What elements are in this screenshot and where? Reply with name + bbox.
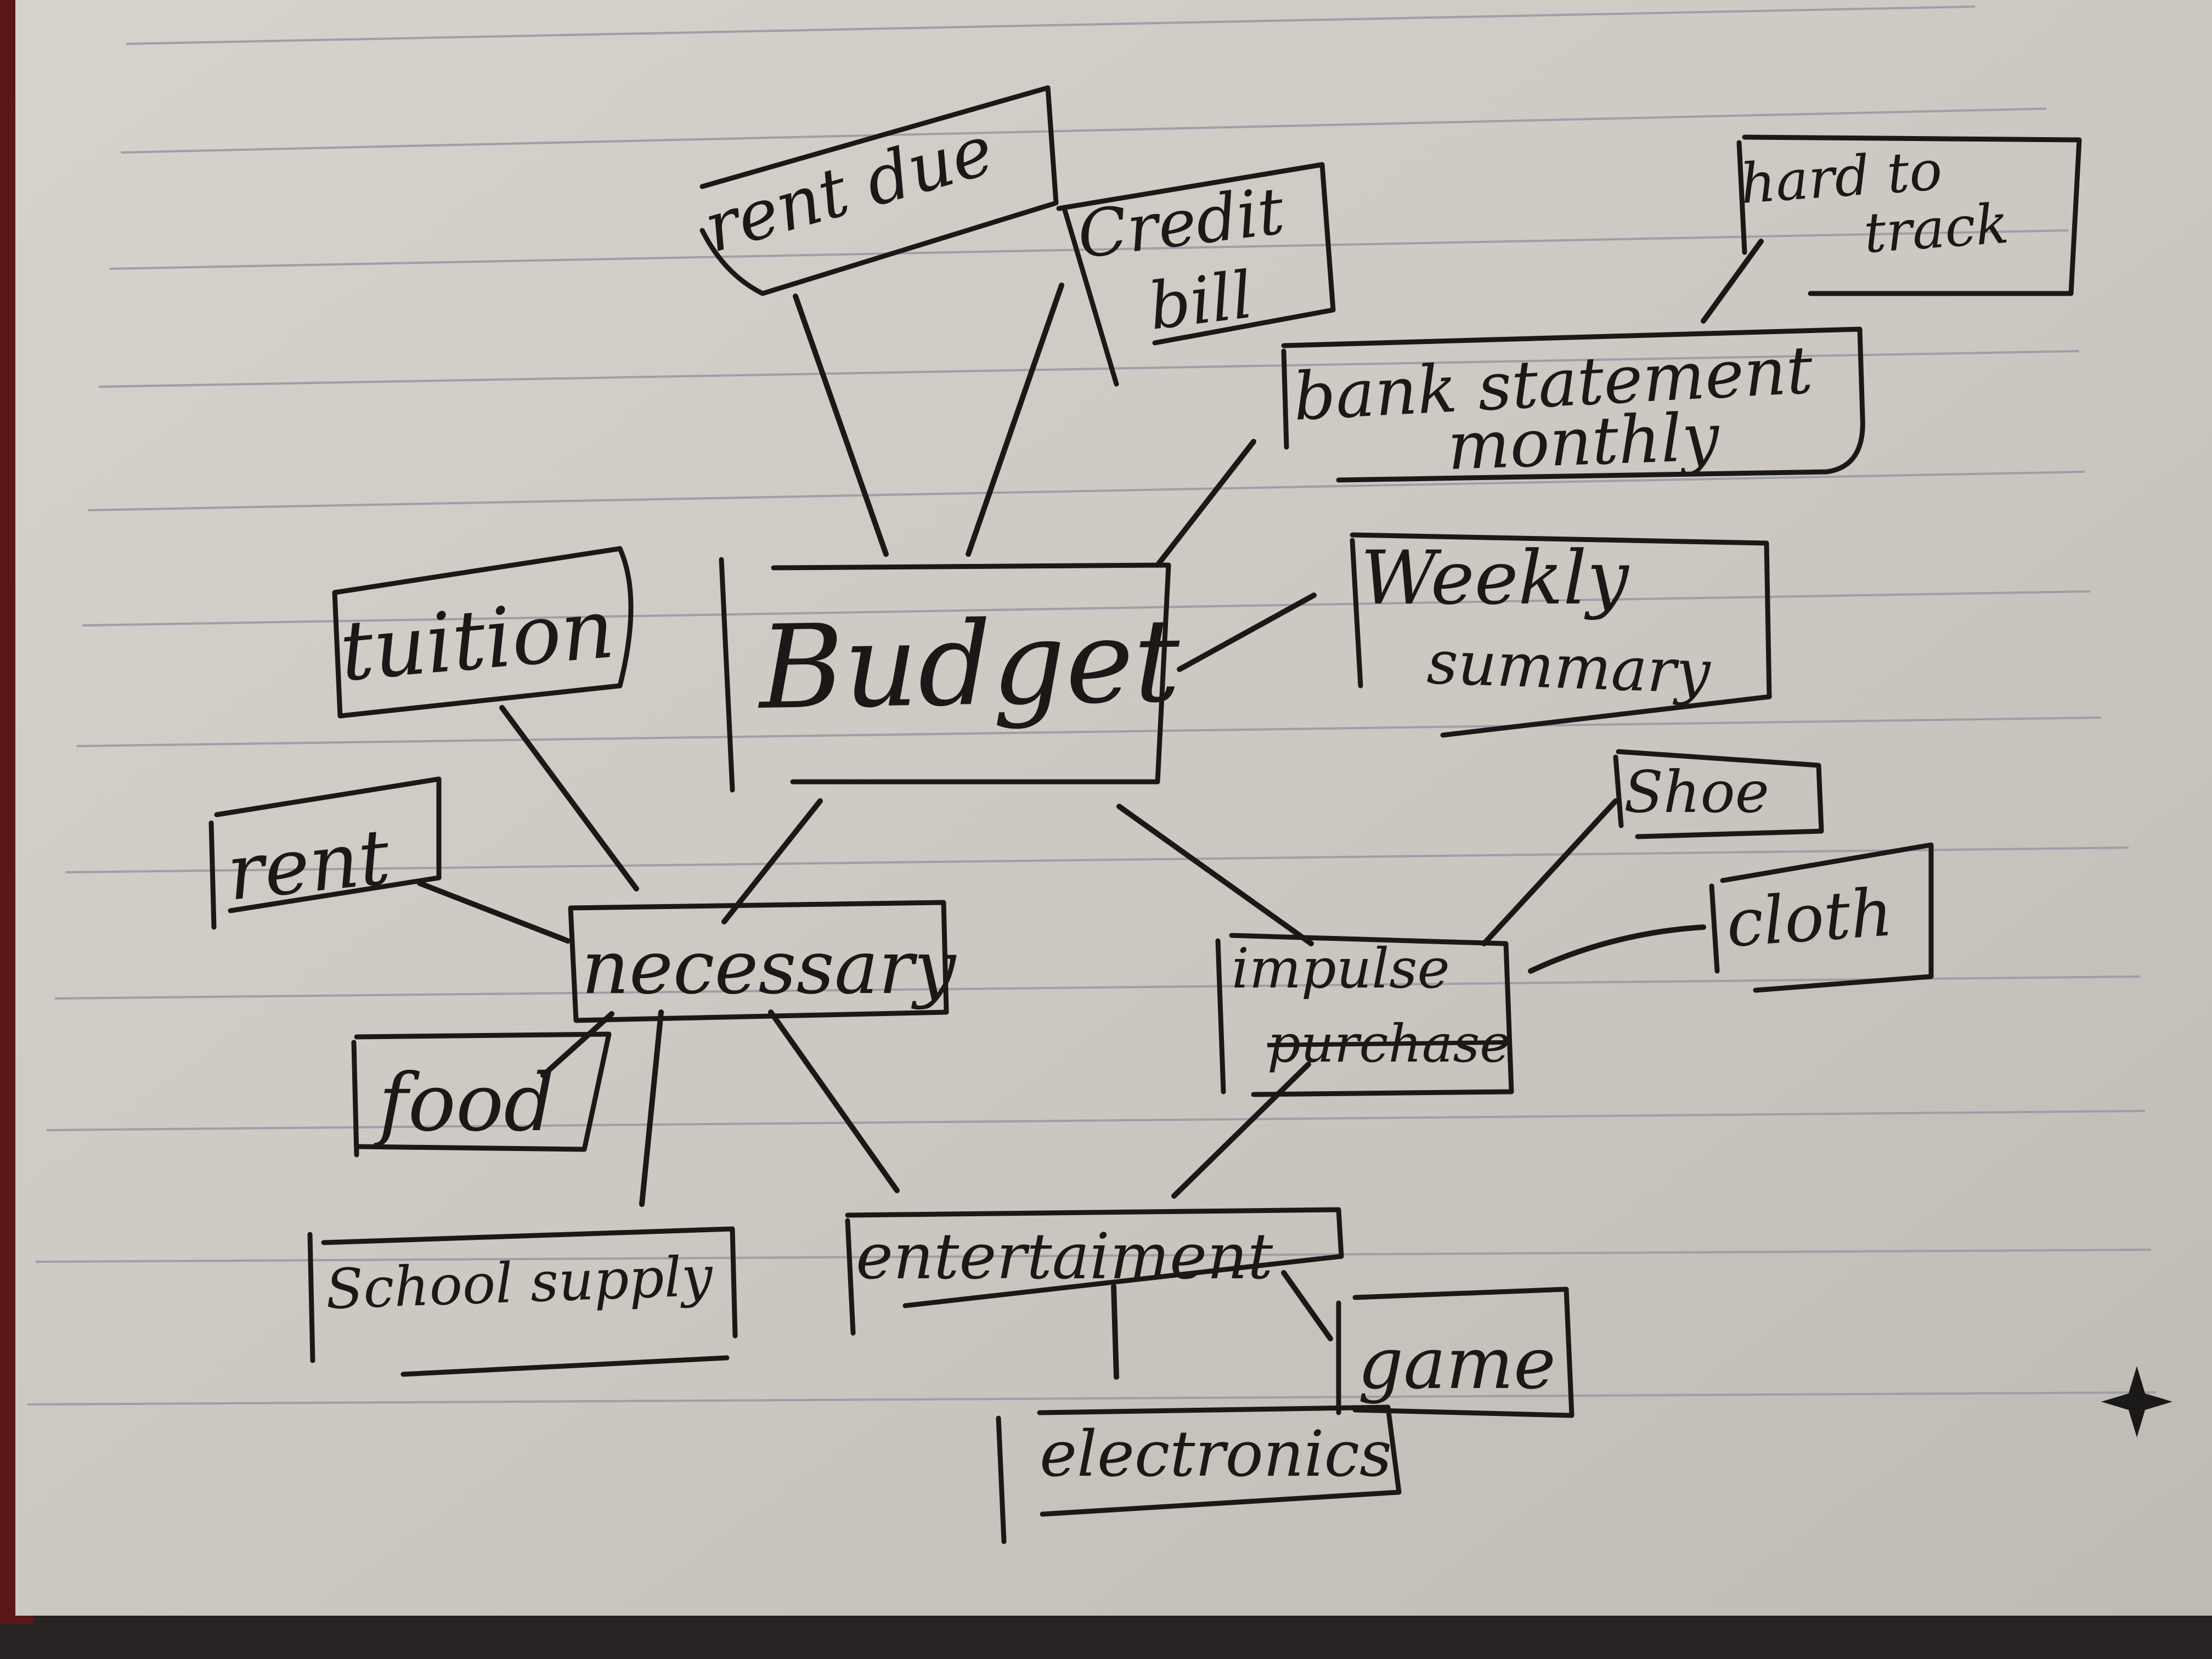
connector-budget-credit-bill — [966, 283, 1064, 557]
connectors — [417, 239, 1764, 1380]
box-hard-to-track — [1736, 134, 2082, 296]
connector-rent-necessary — [417, 881, 571, 944]
box-tuition — [332, 546, 634, 719]
label-tuition: tuition — [336, 581, 618, 700]
label-hard-to-track-line2: track — [1862, 191, 2011, 266]
label-electronics: electronics — [1040, 1418, 1392, 1491]
four-point-star-icon — [2101, 1366, 2172, 1437]
label-bank-statement-line2: monthly — [1446, 399, 1722, 485]
label-weekly-summary-line2: summary — [1426, 627, 1712, 707]
label-school-supply: School supply — [325, 1244, 714, 1322]
label-game: game — [1358, 1322, 1556, 1405]
label-hard-to-track-line1: hard to — [1739, 138, 1944, 216]
connector-entertainment-game — [1281, 1270, 1333, 1341]
box-weekly-summary — [1350, 532, 1772, 738]
label-food: food — [374, 1057, 555, 1149]
box-school-supply — [307, 1226, 738, 1377]
box-rent — [208, 776, 442, 930]
label-credit-bill-line2: bill — [1145, 257, 1257, 345]
label-budget: Budget — [756, 594, 1182, 735]
connector-impulse-shoe — [1481, 798, 1618, 946]
label-weekly-summary-line1: Weekly — [1361, 535, 1630, 621]
box-electronics — [996, 1404, 1402, 1544]
strike-marks — [1267, 1040, 1506, 1047]
box-game — [1336, 1286, 1575, 1418]
label-entertainment: entertaiment — [856, 1220, 1273, 1294]
node-boxes — [208, 85, 2082, 1544]
box-cloth — [1709, 842, 1934, 993]
box-bank-statement — [1281, 326, 1865, 483]
box-food — [351, 1031, 612, 1158]
connector-necessary-food — [540, 1011, 614, 1078]
connector-necessary-school-supply — [639, 1009, 664, 1207]
label-rent: rent — [223, 812, 394, 918]
connector-impulse-cloth — [1528, 924, 1706, 974]
box-impulse — [1215, 933, 1514, 1097]
box-credit-bill — [1056, 162, 1336, 387]
box-budget — [719, 557, 1171, 793]
ruled-lines — [27, 5, 2157, 1406]
label-necessary: necessary — [582, 924, 957, 1011]
connector-budget-bank-statement — [1155, 439, 1256, 568]
connector-tuition-necessary — [499, 705, 639, 891]
label-shoe: Shoe — [1624, 759, 1769, 826]
connector-entertainment-electronics — [1111, 1284, 1119, 1380]
connector-impulse-entertainment — [1171, 1062, 1311, 1199]
connector-budget-impulse — [1116, 804, 1314, 946]
box-rent-due — [699, 85, 1059, 296]
box-entertainment — [845, 1207, 1344, 1336]
connector-budget-rent-due — [793, 294, 889, 557]
connector-budget-weekly-summary — [1177, 592, 1317, 672]
connector-bank-hard-to-track — [1701, 239, 1764, 324]
connector-necessary-entertainment — [768, 1009, 900, 1193]
label-cloth: cloth — [1724, 874, 1895, 962]
connector-budget-necessary — [721, 798, 823, 924]
label-impulse-line1: impulse — [1232, 936, 1450, 1001]
box-shoe — [1613, 749, 1824, 839]
box-necessary — [568, 900, 949, 1023]
